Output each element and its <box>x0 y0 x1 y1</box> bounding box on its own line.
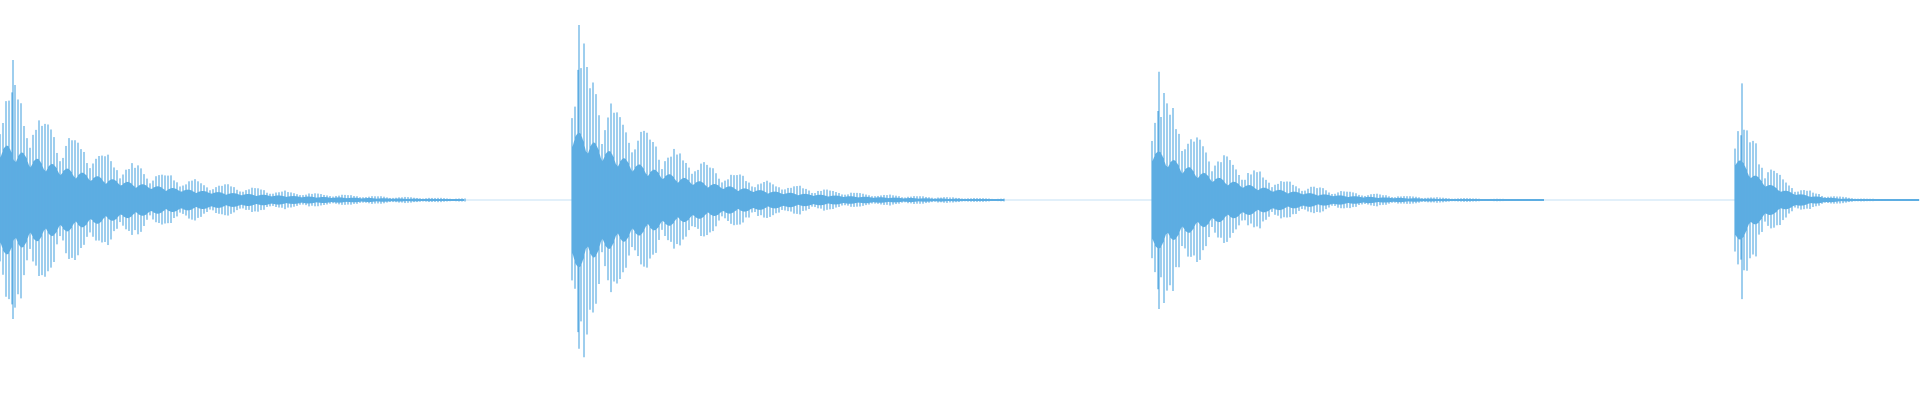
waveform-envelope <box>1152 151 1544 249</box>
waveform-burst <box>1734 83 1919 300</box>
waveform-burst <box>571 25 1005 358</box>
waveform-bursts <box>0 25 1919 358</box>
waveform-burst <box>1151 71 1544 310</box>
waveform-envelope <box>0 145 464 255</box>
waveform-burst <box>0 60 466 319</box>
waveform-envelope <box>1735 160 1919 240</box>
